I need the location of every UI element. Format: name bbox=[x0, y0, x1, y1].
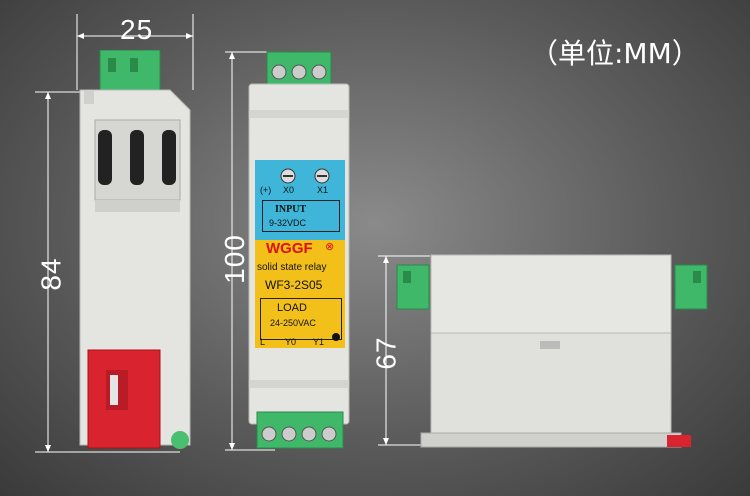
product-type-label: solid state relay bbox=[257, 262, 327, 273]
terminal-l-label: L bbox=[260, 337, 266, 347]
brand-mark-icon: ⊗ bbox=[325, 241, 335, 253]
input-screws bbox=[280, 168, 330, 184]
model-label: WF3-2S05 bbox=[265, 278, 323, 292]
terminal-x0-label: X0 bbox=[283, 185, 295, 195]
load-panel bbox=[255, 240, 345, 348]
load-range-label: 24-250VAC bbox=[270, 318, 316, 328]
relay-top-view bbox=[396, 254, 708, 448]
load-box bbox=[260, 298, 342, 340]
units-label: （单位:MM） bbox=[530, 37, 700, 70]
input-plus-label: (+) bbox=[260, 185, 272, 195]
load-label: LOAD bbox=[277, 302, 307, 314]
terminal-y1-label: Y1 bbox=[313, 337, 325, 347]
relay-side-view bbox=[79, 50, 191, 449]
dimension-width-label: 25 bbox=[120, 14, 154, 45]
front-label-card: (+) X0 X1 INPUT 9-32VDC WGGF ⊗ solid sta… bbox=[255, 160, 345, 348]
status-led bbox=[332, 333, 340, 341]
terminal-y0-label: Y0 bbox=[285, 337, 297, 347]
dimension-height-front-label: 84 bbox=[35, 257, 67, 291]
input-box bbox=[262, 200, 340, 232]
terminal-x1-label: X1 bbox=[317, 185, 329, 195]
input-label: INPUT bbox=[275, 204, 307, 215]
input-range-label: 9-32VDC bbox=[269, 218, 307, 228]
brand-label: WGGF bbox=[266, 240, 313, 257]
